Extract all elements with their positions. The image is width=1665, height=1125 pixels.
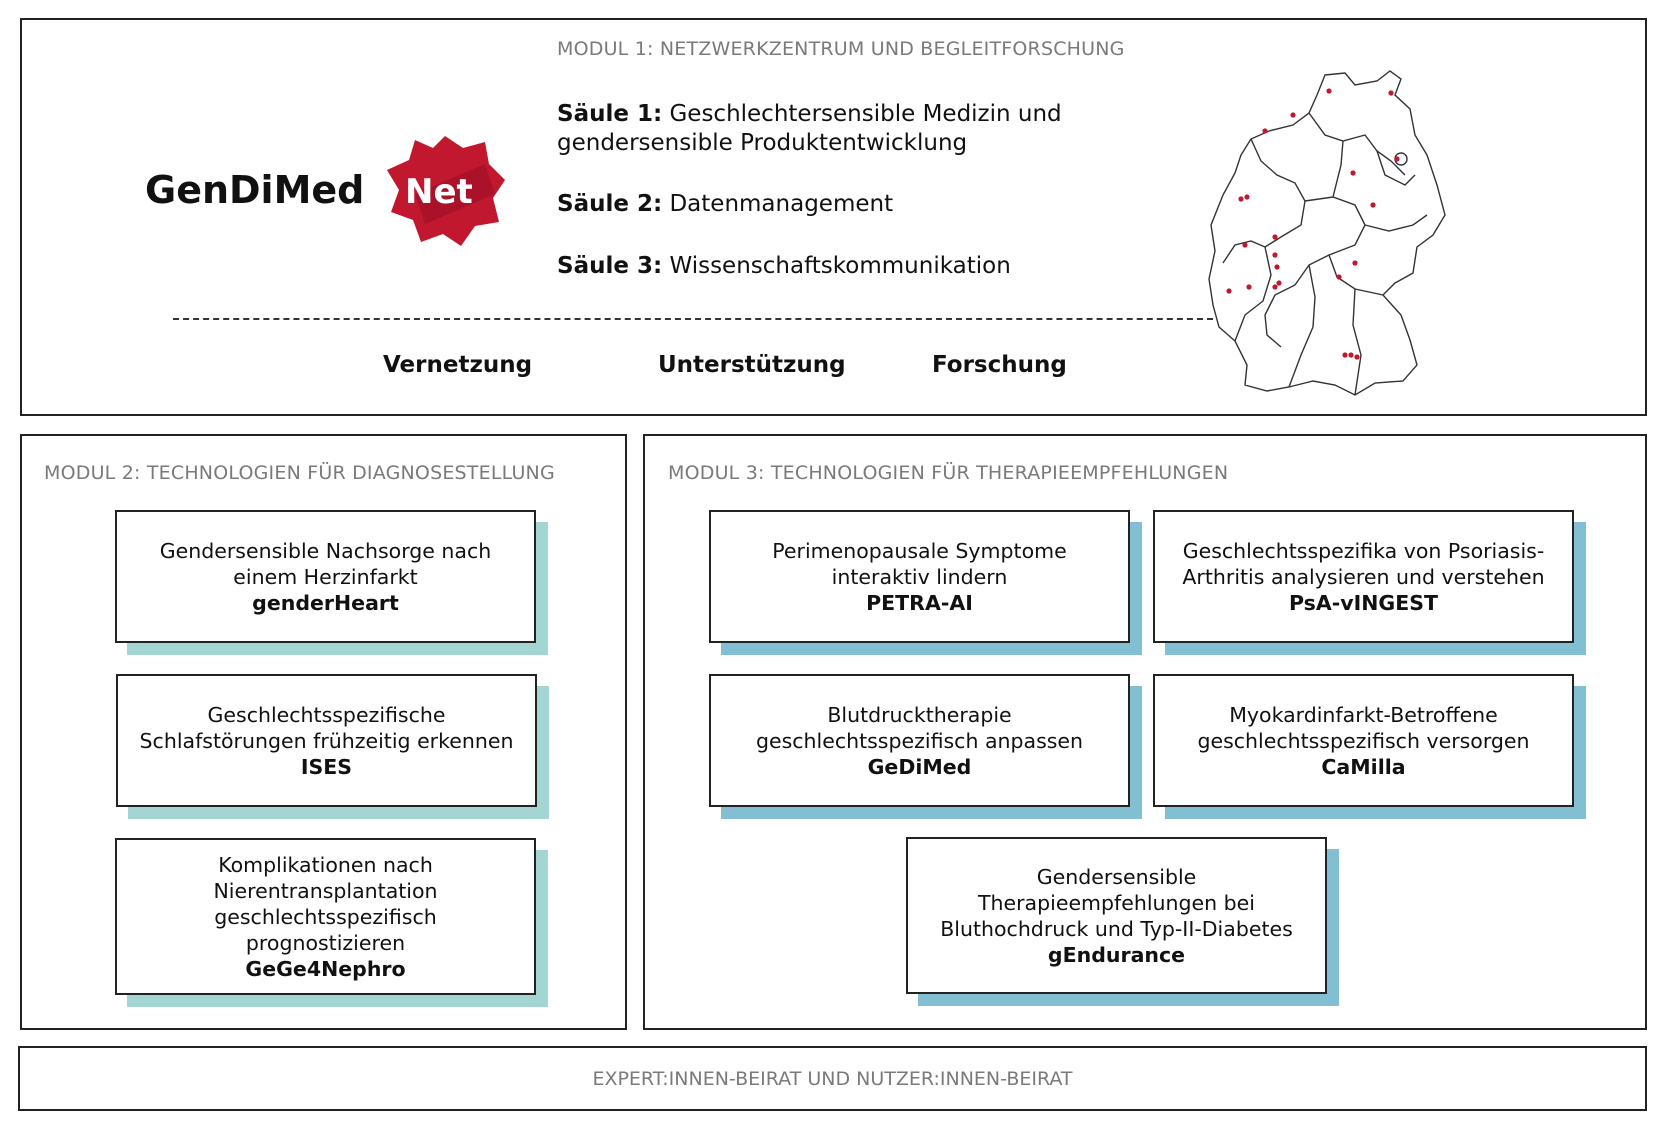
keyword-forschung: Forschung [932,352,1067,378]
pillar-2: Säule 2: Datenmanagement [557,190,893,219]
pillar-3-text: Wissenschaftskommunikation [662,253,1011,279]
card-genderheart: Gendersensible Nachsorge nach einem Herz… [115,510,548,655]
dashed-divider [173,318,1213,320]
keyword-vernetzung: Vernetzung [383,352,533,378]
card-body: Gendersensible Therapieempfehlungen bei … [906,837,1327,994]
card-body: Komplikationen nach Nierentransplantatio… [115,838,536,995]
gendimed-net-logo: GenDiMed Net [145,134,505,254]
card-camilla: Myokardinfarkt-Betroffene geschlechtsspe… [1153,674,1586,819]
card-body: Geschlechtsspezifika von Psoriasis-Arthr… [1153,510,1574,643]
card-project-name: ISES [300,754,353,779]
pillar-1-text: Geschlechtersensible Medizin und [662,101,1062,127]
logo-badge-text: Net [405,172,473,212]
card-description: Perimenopausale Symptome interaktiv lind… [772,538,1067,589]
card-body: Blutdrucktherapie geschlechtsspezifisch … [709,674,1130,807]
card-project-name: genderHeart [252,590,399,615]
card-body: Perimenopausale Symptome interaktiv lind… [709,510,1130,643]
module1-panel [20,18,1647,416]
pillar-1-label: Säule 1: [557,101,663,127]
pillar-3: Säule 3: Wissenschaftskommunikation [557,252,1011,281]
card-gege4nephro: Komplikationen nach Nierentransplantatio… [115,838,548,1007]
card-description: Komplikationen nach Nierentransplantatio… [213,852,438,955]
card-gendurance: Gendersensible Therapieempfehlungen bei … [906,837,1339,1006]
pillar-1-text-line2: gendersensible Produktentwicklung [557,130,968,156]
pillar-2-text: Datenmanagement [662,191,894,217]
card-description: Gendersensible Nachsorge nach einem Herz… [159,538,492,589]
pillar-1: Säule 1: Geschlechtersensible Medizin un… [557,100,1117,158]
card-petra-ai: Perimenopausale Symptome interaktiv lind… [709,510,1142,655]
card-description: Geschlechtsspezifische Schlafstörungen f… [139,702,514,753]
logo-wordmark: GenDiMed [145,168,365,212]
module2-title: MODUL 2: TECHNOLOGIEN FÜR DIAGNOSESTELLU… [44,462,555,484]
pillar-3-label: Säule 3: [557,253,663,279]
pillar-2-label: Säule 2: [557,191,663,217]
card-ises: Geschlechtsspezifische Schlafstörungen f… [116,674,549,819]
card-project-name: GeGe4Nephro [245,956,406,981]
card-project-name: gEndurance [1047,942,1186,967]
card-description: Gendersensible Therapieempfehlungen bei … [940,864,1293,941]
card-body: Gendersensible Nachsorge nach einem Herz… [115,510,536,643]
card-project-name: GeDiMed [867,754,972,779]
card-body: Myokardinfarkt-Betroffene geschlechtsspe… [1153,674,1574,807]
module3-title: MODUL 3: TECHNOLOGIEN FÜR THERAPIEEMPFEH… [668,462,1229,484]
keyword-unterstuetzung: Unterstützung [658,352,846,378]
card-psa-vingest: Geschlechtsspezifika von Psoriasis-Arthr… [1153,510,1586,655]
germany-map-icon [1208,70,1446,396]
card-project-name: PsA-vINGEST [1289,590,1438,615]
advisory-board-title: EXPERT:INNEN-BEIRAT UND NUTZER:INNEN-BEI… [592,1068,1073,1090]
card-project-name: PETRA-AI [866,590,973,615]
card-description: Blutdrucktherapie geschlechtsspezifisch … [755,702,1084,753]
card-description: Geschlechtsspezifika von Psoriasis-Arthr… [1182,538,1545,589]
card-body: Geschlechtsspezifische Schlafstörungen f… [116,674,537,807]
card-gedimed: Blutdrucktherapie geschlechtsspezifisch … [709,674,1142,819]
card-project-name: CaMilla [1321,754,1406,779]
logo-badge-icon [387,136,505,246]
module1-title: MODUL 1: NETZWERKZENTRUM UND BEGLEITFORS… [557,38,1125,60]
advisory-board-panel: EXPERT:INNEN-BEIRAT UND NUTZER:INNEN-BEI… [18,1046,1647,1111]
card-description: Myokardinfarkt-Betroffene geschlechtsspe… [1197,702,1530,753]
